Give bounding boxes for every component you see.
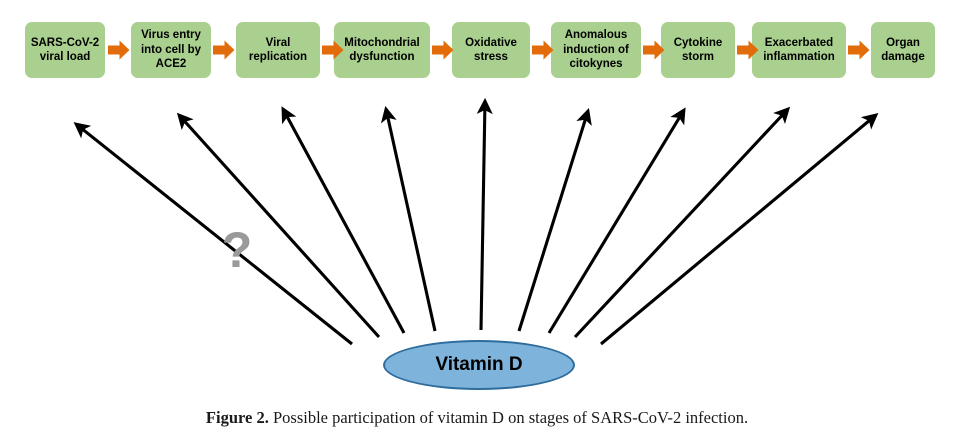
stage-box-label: Organ damage bbox=[881, 36, 925, 63]
question-mark-annotation: ? bbox=[221, 222, 253, 278]
stage-box-label: SARS-CoV-2 viral load bbox=[30, 36, 100, 63]
connector-arrow-icon-5 bbox=[531, 39, 555, 61]
stage-box-label: Exacerbated inflammation bbox=[763, 36, 835, 63]
fan-arrow-7 bbox=[547, 107, 686, 334]
connector-arrow-icon-4 bbox=[431, 39, 455, 61]
stage-box-label: Anomalous induction of citokynes bbox=[563, 29, 629, 71]
stage-box-8: Exacerbated inflammation bbox=[752, 22, 846, 78]
stage-box-3: Viral replication bbox=[236, 22, 320, 78]
fan-arrow-3 bbox=[281, 106, 406, 334]
figure-caption-text: Possible participation of vitamin D on s… bbox=[268, 408, 749, 427]
fan-arrow-5 bbox=[476, 97, 493, 331]
vitamin-d-influence-arrows bbox=[73, 97, 879, 346]
fan-arrow-8 bbox=[573, 106, 791, 339]
stage-box-2: Virus entry into cell by ACE2 bbox=[131, 22, 211, 78]
stage-box-label: Mitochondrial dysfunction bbox=[344, 36, 420, 63]
stage-box-1: SARS-CoV-2 viral load bbox=[25, 22, 105, 78]
connector-arrow-icon-1 bbox=[107, 39, 131, 61]
fan-arrow-1 bbox=[73, 122, 353, 346]
stage-box-label: Cytokine storm bbox=[673, 36, 723, 63]
connector-arrow-icon-3 bbox=[321, 39, 345, 61]
connector-arrow-icon-8 bbox=[847, 39, 871, 61]
stage-box-6: Anomalous induction of citokynes bbox=[551, 22, 641, 78]
vitamin-d-node: Vitamin D bbox=[383, 340, 575, 390]
fan-arrow-6 bbox=[517, 108, 592, 332]
figure-caption: Figure 2. Possible participation of vita… bbox=[0, 408, 954, 428]
vitamin-d-label: Vitamin D bbox=[435, 354, 523, 375]
stage-box-label: Oxidative stress bbox=[465, 36, 517, 63]
figure-caption-label: Figure 2. bbox=[205, 408, 269, 427]
fan-arrow-9 bbox=[600, 113, 879, 346]
connector-arrow-icon-6 bbox=[642, 39, 666, 61]
connector-arrow-icon-7 bbox=[736, 39, 760, 61]
stage-box-label: Virus entry into cell by ACE2 bbox=[140, 29, 202, 71]
stage-box-9: Organ damage bbox=[871, 22, 935, 78]
stage-box-label: Viral replication bbox=[248, 36, 308, 63]
stage-box-7: Cytokine storm bbox=[661, 22, 735, 78]
connector-arrow-icon-2 bbox=[212, 39, 236, 61]
fan-arrow-4 bbox=[380, 105, 437, 332]
stage-box-5: Oxidative stress bbox=[452, 22, 530, 78]
fan-arrow-2 bbox=[176, 112, 381, 339]
